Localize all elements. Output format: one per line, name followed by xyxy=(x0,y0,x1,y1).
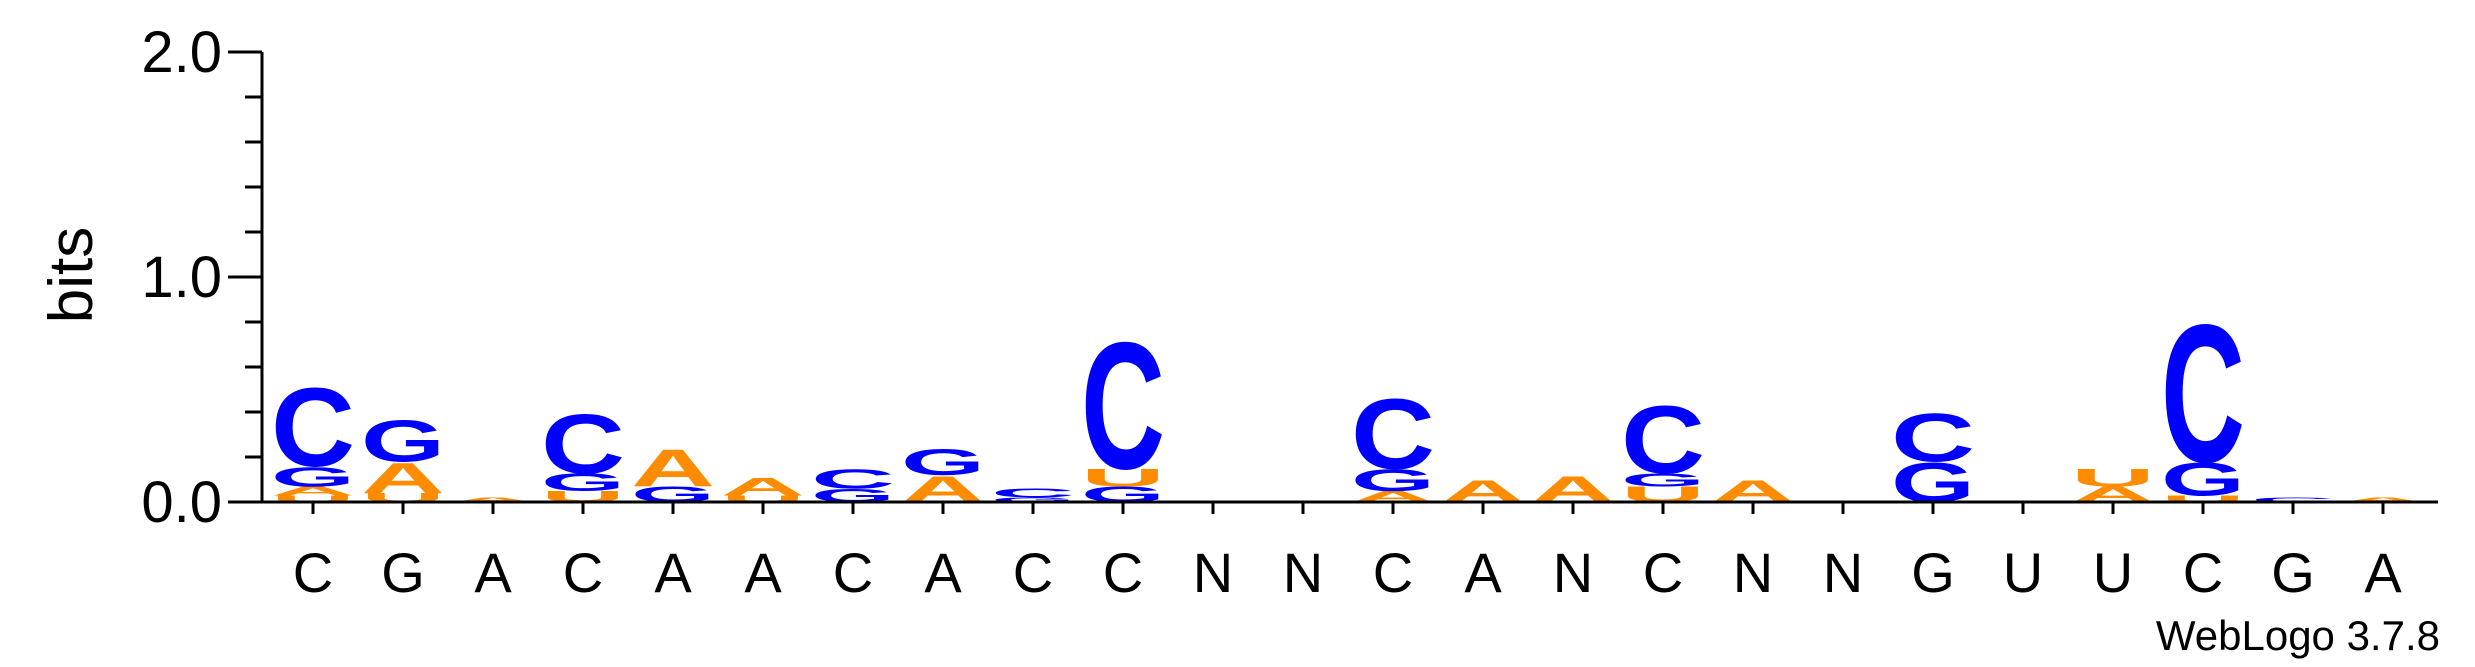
logo-letter: A xyxy=(451,496,535,503)
x-tick-label: G xyxy=(1911,541,1955,604)
logo-letter: U xyxy=(271,494,355,504)
logo-letter: G xyxy=(991,496,1075,503)
x-tick-label: C xyxy=(1373,541,1413,604)
x-tick-label: G xyxy=(2271,541,2315,604)
logo-letter: U xyxy=(2161,494,2245,504)
logo-letter: C xyxy=(1081,305,1165,507)
x-tick-label: U xyxy=(2003,541,2043,604)
x-tick-label: N xyxy=(1283,541,1323,604)
x-tick-label: N xyxy=(1733,541,1773,604)
logo-letter: A xyxy=(271,484,355,498)
logo-letter: U xyxy=(721,494,805,504)
logo-letter: C xyxy=(1621,385,1705,494)
x-tick-label: A xyxy=(474,541,512,604)
logo-letter: A xyxy=(2341,496,2425,503)
logo-letter: G xyxy=(541,468,625,496)
logo-letter: G xyxy=(361,408,445,474)
x-tick-label: A xyxy=(1464,541,1502,604)
x-tick-label: C xyxy=(1013,541,1053,604)
logo-letter: A xyxy=(631,439,715,498)
logo-letter: U xyxy=(2071,464,2155,492)
logo-letter: C xyxy=(541,396,625,491)
logo-letter: C xyxy=(811,463,895,495)
weblogo-credit: WebLogo 3.7.8 xyxy=(2156,612,2440,659)
x-tick-label: A xyxy=(744,541,782,604)
logo-letter: C xyxy=(2251,496,2335,503)
x-tick-label: C xyxy=(833,541,873,604)
logo-letter: A xyxy=(361,453,445,502)
logo-letter: C xyxy=(271,365,355,491)
logo-letter: A xyxy=(721,473,805,501)
y-tick-label: 2.0 xyxy=(141,20,222,85)
logo-letter: G xyxy=(1621,470,1705,491)
logo-letter: C xyxy=(991,486,1075,500)
logo-letter: G xyxy=(271,461,355,492)
logo-letter: G xyxy=(2161,453,2245,505)
x-tick-label: G xyxy=(381,541,425,604)
x-tick-label: C xyxy=(1103,541,1143,604)
x-tick-label: A xyxy=(2364,541,2402,604)
logo-letter: C xyxy=(1351,378,1435,490)
y-tick-label: 0.0 xyxy=(141,470,222,535)
y-axis: 0.0 1.0 2.0 xyxy=(141,20,264,535)
logo-letter: C xyxy=(1891,400,1975,476)
logo-letter: G xyxy=(901,442,985,484)
x-tick-label: C xyxy=(2183,541,2223,604)
logo-letter: C xyxy=(2161,285,2245,504)
x-tick-label: C xyxy=(563,541,603,604)
x-tick-label: N xyxy=(1823,541,1863,604)
x-tick-label: C xyxy=(293,541,333,604)
x-tick-label: U xyxy=(2093,541,2133,604)
logo-letter: G xyxy=(1351,462,1435,497)
x-tick-label: N xyxy=(1193,541,1233,604)
x-tick-label: N xyxy=(1553,541,1593,604)
y-axis-label: bits xyxy=(37,227,106,323)
x-tick-label: C xyxy=(1643,541,1683,604)
x-tick-label: A xyxy=(924,541,962,604)
y-tick-label: 1.0 xyxy=(141,245,222,310)
x-tick-label: A xyxy=(654,541,692,604)
logo-letter: U xyxy=(1081,464,1165,492)
